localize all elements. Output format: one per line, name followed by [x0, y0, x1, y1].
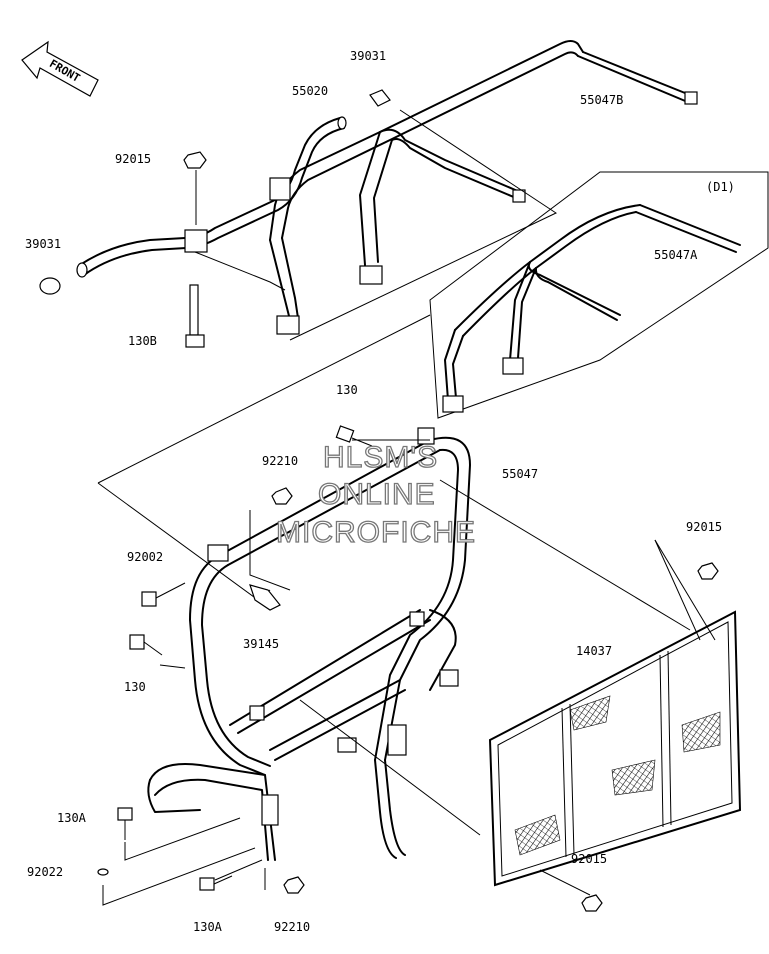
watermark-line1: HLSM'S	[323, 441, 438, 474]
callout-92210-top: 92210	[262, 454, 298, 468]
callout-130-top: 130	[336, 383, 358, 397]
watermark-line3: MICROFICHE	[276, 516, 476, 549]
washer-92022	[97, 868, 109, 876]
variant-d1-box	[429, 171, 769, 419]
roll-bar-55047b	[269, 40, 698, 341]
callout-92015-bottom: 92015	[571, 852, 607, 866]
nut-92015-bottom	[581, 894, 603, 912]
cap-39031-top	[369, 89, 391, 107]
bolt-130a-bottom	[199, 875, 233, 891]
callout-55020: 55020	[292, 84, 328, 98]
callout-92015-right: 92015	[686, 520, 722, 534]
watermark-line2: ONLINE	[318, 478, 436, 511]
callout-39031-left: 39031	[25, 237, 61, 251]
callout-39145: 39145	[243, 637, 279, 651]
frame-55047	[147, 427, 471, 861]
callout-92022: 92022	[27, 865, 63, 879]
watermark: HLSM'S ONLINE MICROFICHE	[275, 440, 476, 549]
bolt-130-mid	[129, 634, 163, 656]
bolt-130b	[185, 284, 205, 348]
callout-130a-left: 130A	[57, 811, 87, 825]
nut-92210-top	[271, 487, 293, 505]
callout-55047a: 55047A	[654, 248, 698, 262]
callout-92015-top: 92015	[115, 152, 151, 166]
bolt-92002	[141, 582, 186, 607]
bolt-130a-left	[117, 807, 133, 840]
callout-130a-bottom: 130A	[193, 920, 223, 934]
callout-labels: 39031 55020 55047B 92015 (D1) 39031 5504…	[25, 49, 735, 934]
clip-39145	[249, 584, 281, 611]
cap-39031-left	[39, 277, 61, 295]
nut-92015-top	[183, 151, 207, 225]
callout-39031-top: 39031	[350, 49, 386, 63]
callout-14037: 14037	[576, 644, 612, 658]
callout-130b: 130B	[128, 334, 157, 348]
front-arrow-icon: FRONT	[21, 40, 99, 97]
bolt-130-top	[335, 425, 373, 447]
grab-bar-55020	[76, 116, 347, 291]
nut-92015-right	[697, 562, 719, 580]
callout-d1: (D1)	[706, 180, 735, 194]
callout-55047b: 55047B	[580, 93, 623, 107]
nut-92210-bottom	[283, 876, 305, 894]
callout-92002: 92002	[127, 550, 163, 564]
callout-130-mid: 130	[124, 680, 146, 694]
callout-92210-bottom: 92210	[274, 920, 310, 934]
callout-55047: 55047	[502, 467, 538, 481]
screen-14037	[488, 610, 742, 887]
